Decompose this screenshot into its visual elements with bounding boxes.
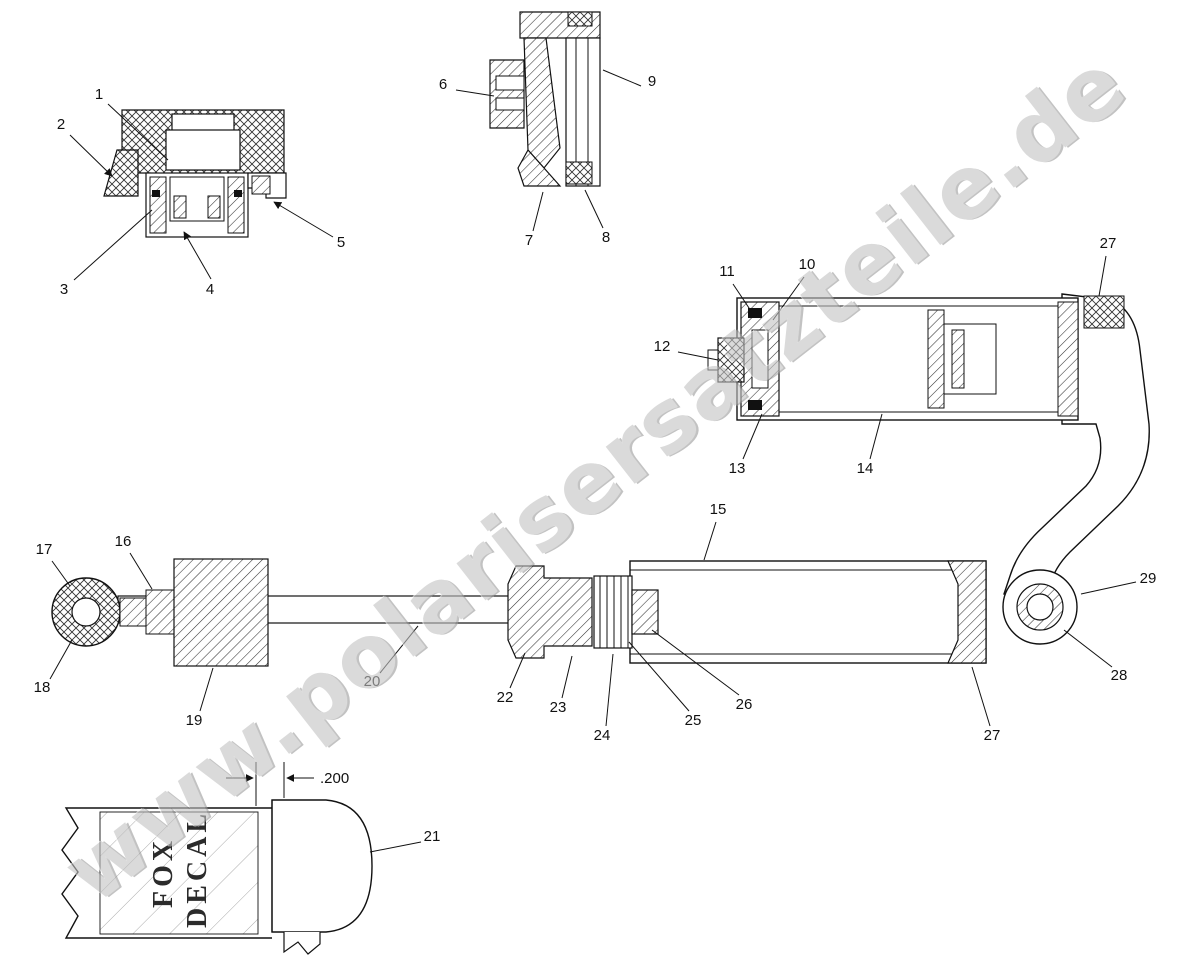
leader-line-15-14: [703, 521, 717, 561]
callout-10-9: 10: [799, 256, 816, 273]
reservoir-view: [707, 297, 1079, 421]
leader-line-2-1: [69, 134, 113, 177]
leader-line-3-2: [73, 209, 153, 281]
leader-line-17-16: [51, 560, 71, 587]
leader-line-6-5: [455, 89, 495, 97]
callout-28-28: 28: [1111, 667, 1128, 684]
callout-4-3: 4: [206, 281, 214, 298]
callout-22-21: 22: [497, 689, 514, 706]
callout-23-22: 23: [550, 699, 567, 716]
callout-2-1: 2: [57, 116, 65, 133]
leader-line-25-24: [628, 641, 690, 712]
callout-1-0: 1: [95, 86, 103, 103]
cap-assembly-view: [489, 11, 601, 187]
callout-12-11: 12: [654, 338, 671, 355]
leader-line-10-9: [772, 276, 805, 321]
mounting-arm-view: [1002, 293, 1150, 645]
leader-line-7-6: [532, 191, 544, 232]
leader-line-9-8: [602, 69, 642, 87]
leader-line-26-25: [651, 629, 740, 696]
callout-27-26: 27: [1100, 235, 1117, 252]
shock-body-view: [51, 558, 987, 667]
callout-17-16: 17: [36, 541, 53, 558]
leader-line-14-13: [869, 413, 883, 460]
body-tube: [629, 560, 987, 664]
callout-9-8: 9: [648, 73, 656, 90]
body-end-collar: [947, 560, 987, 664]
decal-text-fox: FOX: [148, 837, 179, 908]
reservoir-valve: [717, 337, 745, 383]
leader-line-27-27: [971, 666, 991, 727]
callout-24-23: 24: [594, 727, 611, 744]
callout-19-18: 19: [186, 712, 203, 729]
decal-body-view: .200 FOX DECAL: [61, 762, 373, 955]
leader-line-27-26: [1098, 255, 1107, 297]
leader-line-22-21: [509, 652, 526, 689]
arm-eyelet-bore: [1026, 593, 1054, 621]
leader-line-29-29: [1080, 581, 1137, 595]
callout-15-14: 15: [710, 501, 727, 518]
callout-5-4: 5: [337, 234, 345, 251]
arm-mount-block: [1083, 295, 1125, 329]
dimension-label: .200: [320, 770, 349, 787]
leader-line-18-17: [49, 639, 73, 680]
callout-20-19: 20: [364, 673, 381, 690]
callout-3-2: 3: [60, 281, 68, 298]
decal-text-decal: DECAL: [182, 810, 213, 928]
leader-line-24-23: [605, 653, 614, 727]
shaft-eyelet-bore: [71, 597, 101, 627]
decal-area: [99, 811, 259, 935]
bump-stop: [173, 558, 269, 667]
leader-line-16-15: [129, 552, 153, 590]
leader-line-11-10: [732, 283, 754, 315]
leader-line-23-22: [561, 655, 573, 699]
callout-21-20: 21: [424, 828, 441, 845]
leader-line-12-11: [677, 351, 719, 361]
callout-18-17: 18: [34, 679, 51, 696]
callout-7-6: 7: [525, 232, 533, 249]
leader-line-1-0: [107, 103, 169, 161]
leader-line-4-3: [183, 231, 212, 280]
leader-lines: [49, 69, 1137, 853]
callout-11-10: 11: [719, 263, 735, 280]
body-cap: [271, 799, 373, 933]
callout-13-12: 13: [729, 460, 746, 477]
reservoir-piston: [927, 309, 945, 409]
leader-line-19-18: [199, 667, 214, 712]
callout-26-25: 26: [736, 696, 753, 713]
leader-line-5-4: [273, 201, 334, 238]
callout-27-27: 27: [984, 727, 1001, 744]
callout-6-5: 6: [439, 76, 447, 93]
callout-25-24: 25: [685, 712, 702, 729]
callout-8-7: 8: [602, 229, 610, 246]
seal-head: [507, 565, 593, 659]
callout-14-13: 14: [857, 460, 874, 477]
leader-line-13-12: [742, 413, 763, 460]
jam-nut: [631, 589, 659, 635]
leader-line-8-7: [584, 189, 604, 229]
callout-29-29: 29: [1140, 570, 1157, 587]
bushing-assembly-view: [103, 109, 287, 238]
leader-line-28-28: [1063, 629, 1113, 668]
callout-16-15: 16: [115, 533, 132, 550]
leader-line-21-20: [369, 841, 422, 853]
leader-line-20-19: [379, 625, 419, 674]
